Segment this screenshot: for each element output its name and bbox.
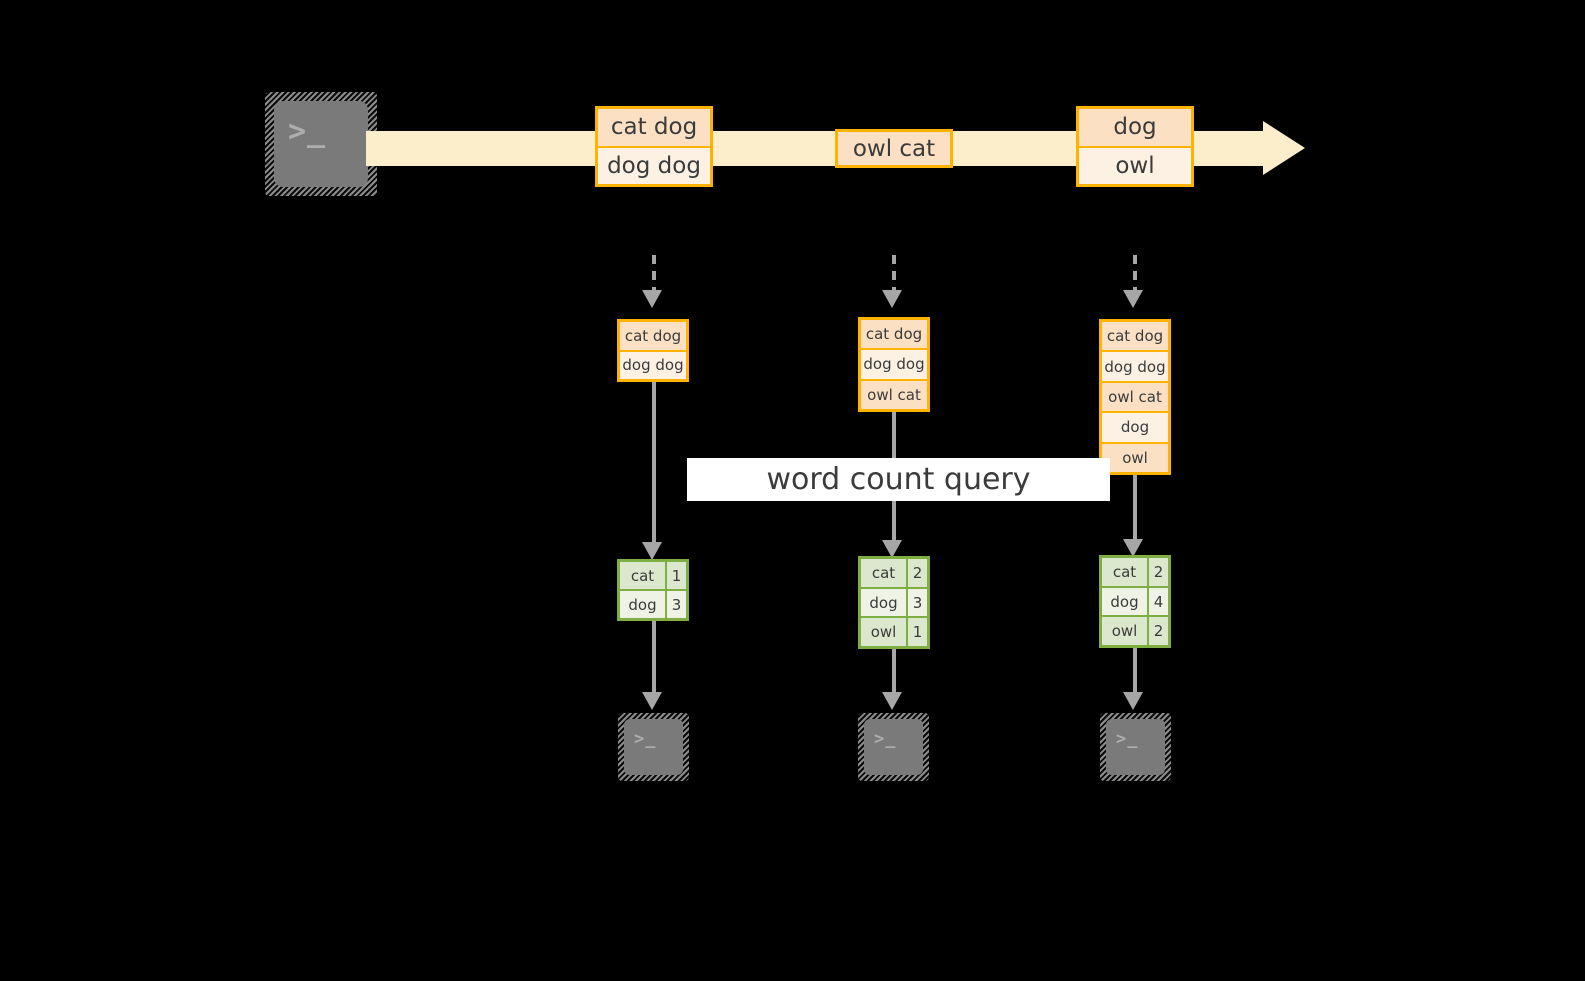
counts-to-consumer-connector (1133, 648, 1137, 699)
counts-to-consumer-connector (892, 649, 896, 699)
stream-to-snapshot-arrowhead (882, 290, 902, 308)
count-cell: 3 (665, 591, 686, 618)
snapshot-record: dog dog (861, 348, 927, 379)
counts-to-consumer-arrowhead (642, 692, 662, 710)
snapshot-record: owl (1102, 441, 1168, 473)
table-row: owl 1 (861, 616, 927, 647)
stream-to-snapshot-arrowhead (642, 290, 662, 308)
word-cell: owl (861, 618, 906, 647)
consumer-terminal-screen: >_ (1106, 719, 1165, 775)
snapshot-record: cat dog (1102, 322, 1168, 351)
stream-event-line: owl cat (838, 132, 950, 165)
word-cell: owl (1102, 617, 1147, 646)
stream-event-box[interactable]: cat dog dog dog (595, 106, 713, 187)
stream-to-snapshot-connector (892, 255, 896, 293)
count-cell: 2 (1147, 617, 1168, 646)
table-row: dog 3 (861, 586, 927, 617)
count-cell: 4 (1147, 587, 1168, 616)
consumer-terminal-prompt-glyph: >_ (634, 729, 657, 749)
snapshot-record: cat dog (620, 322, 686, 350)
word-cell: cat (1102, 558, 1147, 586)
word-count-query-banner: word count query (687, 458, 1110, 501)
stream-event-line: owl (1079, 145, 1191, 184)
snapshot-record-list[interactable]: cat dog dog dog (617, 319, 689, 382)
word-cell: dog (620, 591, 665, 618)
snapshot-to-counts-connector (652, 382, 656, 550)
consumer-terminal-icon: >_ (858, 713, 929, 781)
snapshot-record: owl cat (1102, 380, 1168, 412)
stream-to-snapshot-connector (652, 255, 656, 293)
word-count-table[interactable]: cat 2 dog 4 owl 2 (1099, 555, 1171, 648)
count-cell: 1 (906, 618, 927, 647)
snapshot-to-counts-arrowhead (1123, 539, 1143, 557)
table-row: owl 2 (1102, 615, 1168, 646)
counts-to-consumer-connector (652, 621, 656, 699)
snapshot-record-list[interactable]: cat dog dog dog owl cat dog owl (1099, 319, 1171, 475)
stream-to-snapshot-connector (1133, 255, 1137, 293)
table-row: dog 3 (620, 589, 686, 618)
stream-event-line: dog dog (598, 145, 710, 184)
snapshot-to-counts-arrowhead (882, 540, 902, 558)
consumer-terminal-screen: >_ (624, 719, 683, 775)
counts-to-consumer-arrowhead (882, 692, 902, 710)
consumer-terminal-icon: >_ (1100, 713, 1171, 781)
producer-terminal-prompt-glyph: >_ (288, 114, 327, 149)
table-row: dog 4 (1102, 585, 1168, 616)
count-cell: 1 (665, 562, 686, 589)
snapshot-to-counts-connector (1133, 475, 1137, 547)
word-count-query-label: word count query (766, 462, 1031, 497)
counts-to-consumer-arrowhead (1123, 692, 1143, 710)
table-row: cat 2 (1102, 558, 1168, 586)
count-cell: 2 (1147, 558, 1168, 586)
snapshot-record-list[interactable]: cat dog dog dog owl cat (858, 317, 930, 412)
snapshot-to-counts-arrowhead (642, 542, 662, 560)
snapshot-record: dog dog (1102, 350, 1168, 381)
word-cell: dog (861, 588, 906, 617)
stream-event-box[interactable]: owl cat (835, 129, 953, 168)
event-stream-arrow-head (1263, 121, 1305, 175)
table-row: cat 1 (620, 562, 686, 589)
snapshot-record: dog dog (620, 349, 686, 379)
consumer-terminal-prompt-glyph: >_ (1116, 729, 1139, 749)
consumer-terminal-icon: >_ (618, 713, 689, 781)
snapshot-record: dog (1102, 411, 1168, 442)
producer-terminal-icon: >_ (265, 92, 377, 196)
stream-event-line: dog (1079, 109, 1191, 146)
consumer-terminal-screen: >_ (864, 719, 923, 775)
stream-event-box[interactable]: dog owl (1076, 106, 1194, 187)
stream-event-line: cat dog (598, 109, 710, 146)
snapshot-record: cat dog (861, 320, 927, 349)
producer-terminal-screen: >_ (274, 101, 368, 187)
word-count-table[interactable]: cat 2 dog 3 owl 1 (858, 556, 930, 649)
count-cell: 2 (906, 559, 927, 587)
word-cell: cat (620, 562, 665, 589)
consumer-terminal-prompt-glyph: >_ (874, 729, 897, 749)
word-count-table[interactable]: cat 1 dog 3 (617, 559, 689, 621)
word-cell: dog (1102, 587, 1147, 616)
stream-to-snapshot-arrowhead (1123, 290, 1143, 308)
word-cell: cat (861, 559, 906, 587)
table-row: cat 2 (861, 559, 927, 587)
snapshot-record: owl cat (861, 378, 927, 409)
count-cell: 3 (906, 588, 927, 617)
